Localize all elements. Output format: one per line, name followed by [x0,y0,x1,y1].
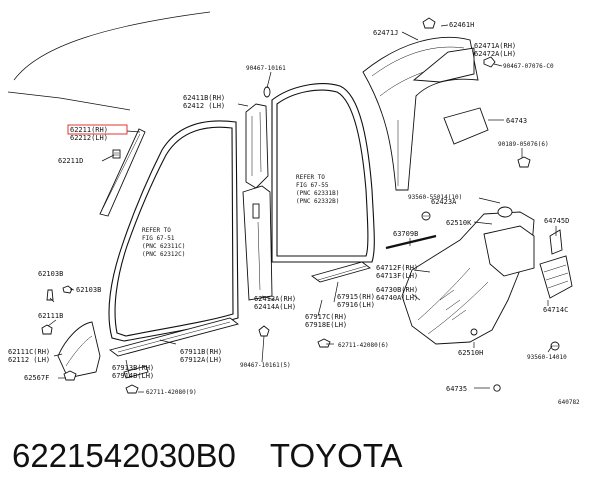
label-62461h: 62461H [449,21,474,29]
cowl-side-trim-part [57,321,101,379]
refer-front-line-3: (PNC 62311C) [142,243,185,250]
screw-90467-07076-part [483,56,496,68]
refer-front-line-2: FIG 67-51 [142,235,175,242]
label-90467-10161-5: 90467-10161(5) [240,362,291,369]
label-67913b-rh: 67913B(RH) [112,364,154,372]
screw-93560-55014-part [421,211,431,221]
b-pillar-upper-garnish-part [245,86,271,189]
label-62111b: 62111B [38,312,63,320]
caption: 6221542030B0 TOYOTA [12,436,403,476]
clip-62711-part [125,338,331,394]
label-62103b: 62103B [38,270,63,278]
label-90467-10161: 90467-10161 [246,65,286,72]
diagram-canvas: 62211(RH) 62212(LH) 62211D 90467-10161 6… [7,11,580,406]
front-scuff-plate-part [108,317,240,379]
label-67916-lh: 67916(LH) [337,301,375,309]
label-67917c-rh: 67917C(RH) [305,313,347,321]
c-pillar-garnish-part [362,36,479,191]
clip-64735-part [493,384,501,392]
label-62413a-rh: 62413A(RH) [254,295,296,303]
label-62510h: 62510H [458,349,483,357]
label-64712f-rh: 64712F(RH) [376,264,418,272]
trim-64745d-part [549,229,563,255]
label-67912a-lh: 67912A(LH) [180,356,222,364]
speaker-grille-part [539,255,573,299]
refer-rear-line-2: FIG 67-55 [296,182,329,189]
label-62472a-lh: 62472A(LH) [474,50,516,58]
label-64714c: 64714C [543,306,568,314]
a-pillar-garnish-part [99,128,146,217]
label-62567f: 62567F [24,374,49,382]
screw-93560-14010-part [550,341,560,351]
leader-lines [47,24,557,393]
label-62211d: 62211D [58,157,83,165]
label-67918e-lh: 67918E(LH) [305,321,347,329]
part-number: 6221542030B0 [12,437,236,474]
label-62212-lh: 62212(LH) [70,134,108,142]
label-63709b: 63709B [393,230,418,238]
clip-62461h-part [422,17,436,29]
label-62414a-lh: 62414A(LH) [254,303,296,311]
label-93560-55014: 93560-55014(10) [408,194,462,201]
label-62112-lh: 62112 (LH) [8,356,50,364]
refer-note-rear: REFER TO FIG 67-55 (PNC 62331B) (PNC 623… [296,174,339,205]
refer-rear-line-3: (PNC 62331B) [296,190,339,197]
label-62412-lh: 62412 (LH) [183,102,225,110]
label-64743: 64743 [506,117,527,125]
label-62103b-2: 62103B [76,286,101,294]
highlight-box [67,124,128,135]
label-67911b-rh: 67911B(RH) [180,348,222,356]
label-62711-42080-9: 62711-42080(9) [146,389,197,396]
refer-rear-line-4: (PNC 62332B) [296,198,339,205]
clip-62211d-part [112,149,121,159]
drawing-code: 640782 [558,399,580,406]
label-64740a-lh: 64740A(LH) [376,294,418,302]
label-62423a: 62423A [431,198,457,206]
label-62211-rh: 62211(RH) [70,126,108,134]
cover-64743-part [443,107,489,145]
rear-scuff-plate-part [311,261,371,283]
label-67915-rh: 67915(RH) [337,293,375,301]
label-64713f-lh: 64713F(LH) [376,272,418,280]
label-93560-14010: 93560-14010 [527,354,567,361]
label-62510k: 62510K [446,219,472,227]
part-labels: 62211(RH) 62212(LH) 62211D 90467-10161 6… [8,21,580,406]
quarter-trim-panel-part [401,206,535,345]
refer-note-front: REFER TO FIG 67-51 (PNC 62311C) (PNC 623… [142,227,185,258]
label-64735: 64735 [446,385,467,393]
refer-front-line-4: (PNC 62312C) [142,251,185,258]
b-pillar-lower-garnish-part [242,185,273,301]
clip-90189-part [517,156,531,168]
label-62711-42080-6: 62711-42080(6) [338,342,389,349]
clip-62103b-part [46,285,73,301]
clip-62111b-part [41,324,53,335]
label-62411b-rh: 62411B(RH) [183,94,225,102]
label-90189-05076: 90189-05076(6) [498,141,549,148]
clip-90467-10161-part [258,325,270,337]
label-62471a-rh: 62471A(RH) [474,42,516,50]
label-90467-07076: 90467-07076-C0 [503,63,554,70]
label-62471j: 62471J [373,29,398,37]
label-64745d: 64745D [544,217,569,225]
label-62111c-rh: 62111C(RH) [8,348,50,356]
roof-outline [7,11,211,111]
label-67914b-lh: 67914B(LH) [112,372,154,380]
rod-63709b-part [385,234,437,250]
label-64730b-rh: 64730B(RH) [376,286,418,294]
rear-door-weatherstrip-part [271,83,375,263]
refer-rear-line-1: REFER TO [296,174,325,181]
brand-name: TOYOTA [269,437,403,474]
clip-62567f-part [63,370,77,381]
refer-front-line-1: REFER TO [142,227,171,234]
